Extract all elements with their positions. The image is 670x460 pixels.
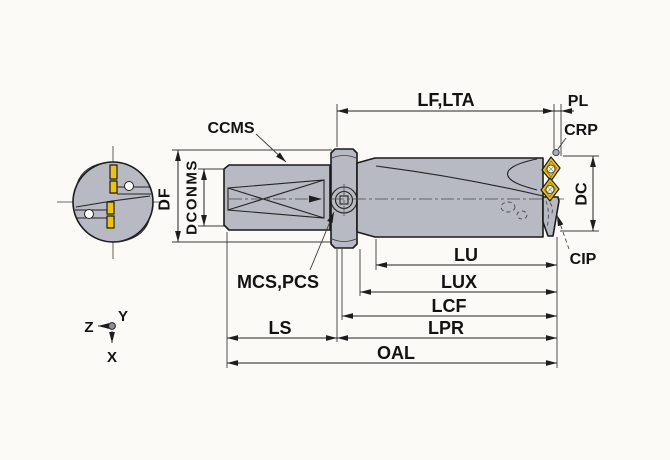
shank-callouts: CCMS MCS,PCS <box>207 120 335 292</box>
insert-segment <box>109 164 118 180</box>
top-dimensions: LF,LTA PL <box>336 90 589 156</box>
pl-label: PL <box>568 93 589 110</box>
lf-lta-label: LF,LTA <box>417 90 474 110</box>
lcf-label: LCF <box>432 296 467 316</box>
screw-slot <box>548 166 554 172</box>
clamp-direction-arrow-icon <box>309 195 322 203</box>
tip-inserts <box>540 148 561 202</box>
drill-body <box>356 157 544 238</box>
screw-slot <box>547 187 553 192</box>
mcs-pcs-label: MCS,PCS <box>237 272 319 292</box>
crp-label: CRP <box>564 122 598 139</box>
leader-line <box>255 133 287 163</box>
coordinate-axes: Z Y X <box>84 308 128 366</box>
corner-radius-point <box>552 148 560 157</box>
insert-pocket-curve <box>507 158 538 191</box>
shank-diameter-dimensions: DF DCONMS <box>157 149 332 243</box>
oal-label: OAL <box>377 343 415 363</box>
leader-line <box>556 214 570 250</box>
flange-chamfer-line <box>331 155 357 159</box>
side-view-flange <box>330 148 358 249</box>
ls-label: LS <box>268 318 291 338</box>
ccms-label: CCMS <box>207 120 254 137</box>
flange <box>330 148 358 249</box>
dc-label: DC <box>574 182 591 206</box>
cip-callout: CIP <box>556 214 597 268</box>
lu-label: LU <box>454 245 478 265</box>
leader-line <box>309 211 335 271</box>
flange-chamfer-line <box>331 238 357 242</box>
cutting-edge-line <box>75 195 151 208</box>
z-axis-label: Z <box>84 319 93 336</box>
side-view-shank <box>223 164 331 231</box>
leader-line <box>557 137 567 150</box>
flute-arc-upper <box>76 161 110 185</box>
point-relief-dashed <box>545 200 549 229</box>
relief-detail-dashed <box>516 210 528 220</box>
relief-detail-dashed <box>500 201 516 213</box>
dc-dimension: DC <box>560 155 599 232</box>
insert-segment <box>106 215 115 229</box>
drill-point <box>542 196 560 237</box>
y-axis-origin-dot-icon <box>108 322 116 330</box>
crp-callout: CRP <box>557 122 598 150</box>
flute-arc-lower <box>116 219 150 243</box>
lpr-label: LPR <box>428 318 464 338</box>
bottom-dimensions: LU LUX LCF LPR LS OAL <box>226 232 558 368</box>
insert-segment <box>109 180 118 194</box>
cip-label: CIP <box>570 251 597 268</box>
side-view-body <box>331 157 564 238</box>
coolant-hole-icon <box>124 181 134 191</box>
end-view <box>57 146 169 259</box>
x-axis-label: X <box>107 349 117 366</box>
dconms-label: DCONMS <box>184 159 201 235</box>
lux-label: LUX <box>441 272 477 292</box>
df-label: DF <box>157 187 174 210</box>
y-axis-label: Y <box>118 308 128 325</box>
clamp-taper-diagonal <box>227 179 325 211</box>
insert-segment <box>106 201 115 215</box>
flute-spiral-line <box>375 165 544 197</box>
point-relief-dashed <box>549 202 553 217</box>
clamp-taper-diagonal <box>227 187 325 219</box>
coolant-hole-icon <box>84 209 94 219</box>
